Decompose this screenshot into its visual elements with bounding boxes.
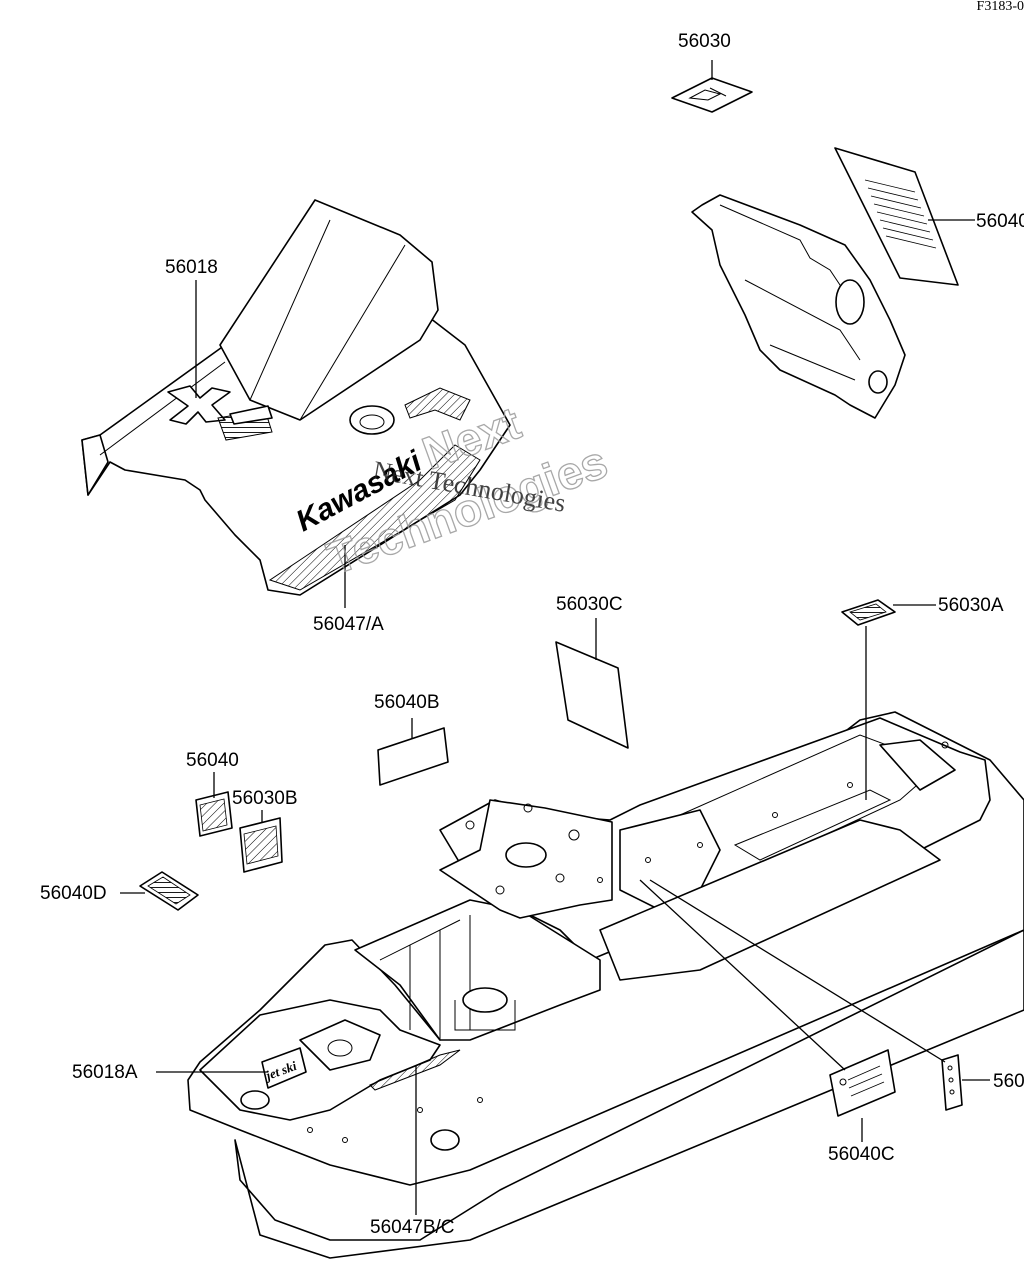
- callout-560-right: 560: [993, 1071, 1024, 1092]
- callout-56047B-C: 56047B/C: [370, 1217, 455, 1238]
- callout-56018A: 56018A: [72, 1062, 138, 1083]
- decal-56030B: [239, 810, 283, 873]
- callout-56040C: 56040C: [828, 1144, 895, 1165]
- callout-56040D: 56040D: [40, 883, 107, 904]
- callout-56030C: 56030C: [556, 594, 623, 615]
- decal-560-right: [941, 1054, 990, 1111]
- decal-56040-left: [195, 772, 233, 837]
- decal-56030A: [841, 599, 936, 800]
- hull-body: [187, 711, 1024, 1259]
- decal-56040D: [120, 871, 199, 911]
- callout-56030: 56030: [678, 31, 731, 52]
- callout-56018: 56018: [165, 257, 218, 278]
- callout-56047-A: 56047/A: [313, 614, 384, 635]
- decal-56040B: [377, 718, 449, 786]
- callout-56030B: 56030B: [232, 788, 298, 809]
- side-cover: [691, 194, 906, 419]
- decal-56040C: [829, 1049, 896, 1142]
- reference-number: F3183-0: [977, 0, 1024, 14]
- decal-56040-top: [834, 147, 975, 286]
- callout-56040-left: 56040: [186, 750, 239, 771]
- hood-cover: [81, 199, 511, 596]
- decal-56030C: [555, 618, 629, 749]
- callout-56030A: 56030A: [938, 595, 1004, 616]
- leader-lines: [156, 280, 946, 1215]
- callout-56040B: 56040B: [374, 692, 440, 713]
- callout-labels: 56030 56040 56018 56047/A 56030C 56030A …: [40, 31, 1024, 1238]
- decal-56030: [671, 60, 753, 113]
- callout-56040-top: 56040: [976, 211, 1024, 232]
